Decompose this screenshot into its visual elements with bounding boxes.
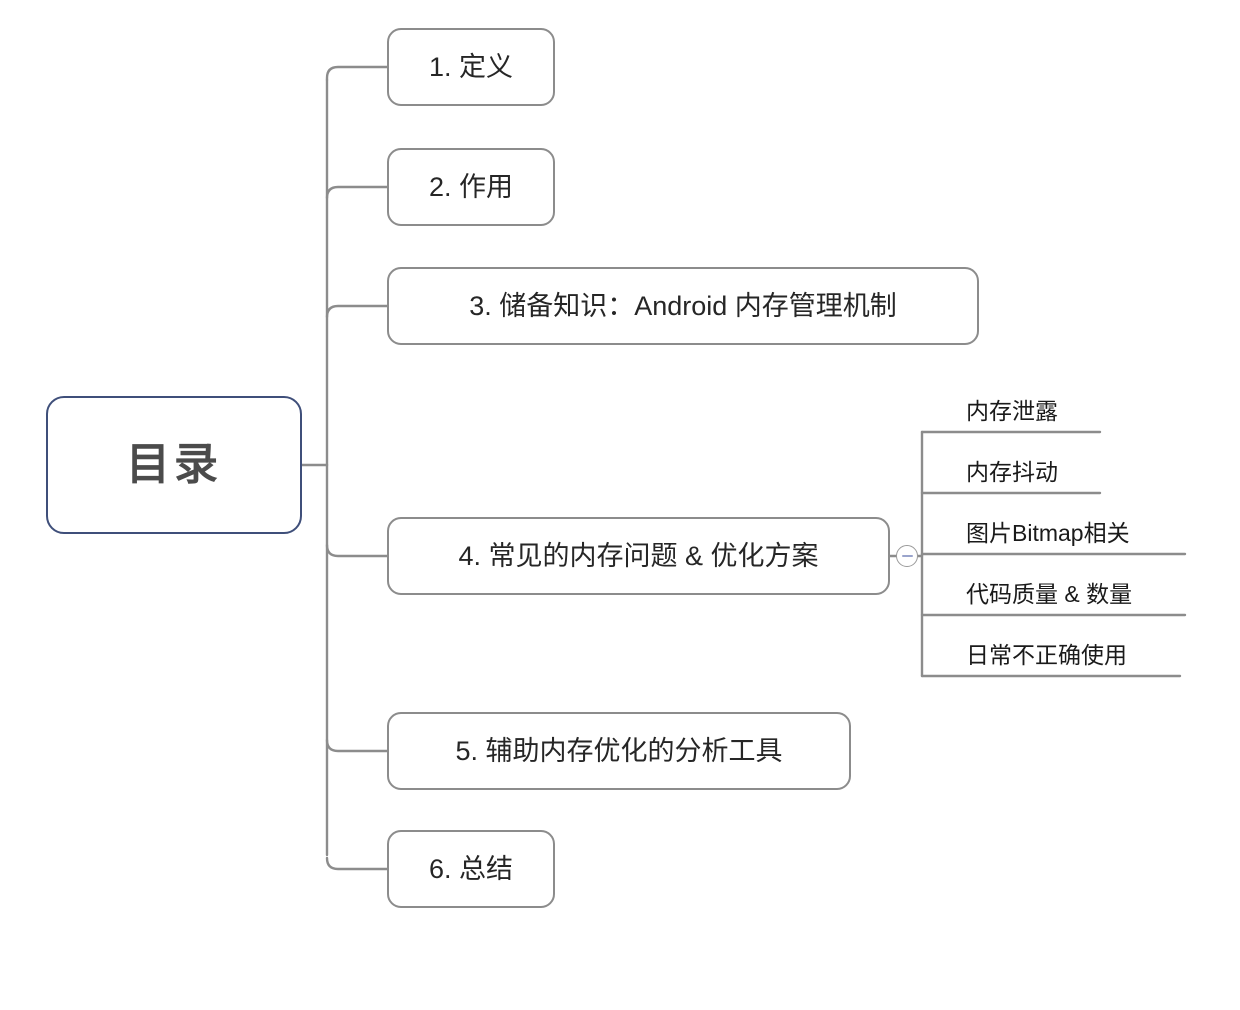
edge-branch-3 — [325, 304, 389, 319]
leaf-node-1-label: 内存泄露 — [966, 397, 1058, 424]
branch-node-1[interactable]: 1. 定义 — [387, 28, 555, 106]
branch-node-4-label: 4. 常见的内存问题 & 优化方案 — [458, 540, 819, 571]
leaf-node-3-label: 图片Bitmap相关 — [966, 519, 1130, 546]
minus-glyph — [901, 554, 913, 558]
edge-branch-4 — [325, 543, 389, 558]
root-node-label: 目录 — [126, 440, 222, 489]
branch-node-4[interactable]: 4. 常见的内存问题 & 优化方案 — [387, 517, 890, 595]
leaf-node-5-label: 日常不正确使用 — [966, 641, 1127, 668]
branch-node-5-label: 5. 辅助内存优化的分析工具 — [455, 735, 783, 766]
root-node[interactable]: 目录 — [46, 396, 302, 534]
branch-node-1-label: 1. 定义 — [428, 51, 514, 82]
branch-node-6-label: 6. 总结 — [428, 853, 514, 884]
branch-node-2-label: 2. 作用 — [428, 171, 514, 202]
branch-node-6[interactable]: 6. 总结 — [387, 830, 555, 908]
leaf-node-5[interactable]: 日常不正确使用 — [966, 636, 1196, 674]
leaf-node-4-label: 代码质量 & 数量 — [966, 580, 1133, 607]
leaf-node-2[interactable]: 内存抖动 — [966, 453, 1186, 491]
leaf-node-1[interactable]: 内存泄露 — [966, 392, 1186, 430]
leaf-node-2-label: 内存抖动 — [966, 458, 1058, 485]
branch-node-3-label: 3. 储备知识：Android 内存管理机制 — [469, 290, 897, 321]
leaf-node-3[interactable]: 图片Bitmap相关 — [966, 514, 1196, 552]
edge-branch-6 — [325, 856, 389, 871]
edge-branch-5 — [325, 738, 389, 753]
leaf-node-4[interactable]: 代码质量 & 数量 — [966, 575, 1196, 613]
edge-branch-2 — [325, 185, 389, 200]
minus-circle-icon[interactable] — [896, 545, 918, 567]
branch-node-5[interactable]: 5. 辅助内存优化的分析工具 — [387, 712, 851, 790]
edge-branch-1 — [325, 65, 389, 82]
branch-node-2[interactable]: 2. 作用 — [387, 148, 555, 226]
branch-node-3[interactable]: 3. 储备知识：Android 内存管理机制 — [387, 267, 979, 345]
